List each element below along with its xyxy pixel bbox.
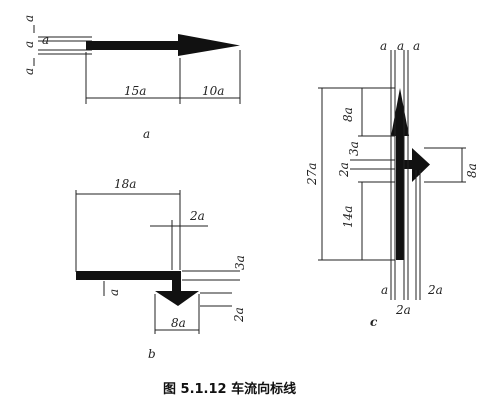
diagram-b-sublabel: b [148, 347, 156, 361]
bottom-label: a [381, 283, 388, 297]
top-label: a [380, 39, 387, 53]
diagram-c-sublabel: c [370, 315, 378, 329]
top-label: a [397, 39, 404, 53]
arrow-a-shaft [86, 41, 182, 50]
dimension-label: 27a [305, 163, 319, 186]
dimension-label: 14a [341, 206, 355, 228]
diagram-a-sublabel: a [143, 127, 150, 141]
dimension-label: 2a [189, 209, 205, 223]
dimension-label: 8a [171, 316, 186, 330]
arrow-b-stem [172, 271, 181, 293]
arrow-c-right-head [412, 148, 430, 182]
dimension-label: 18a [114, 177, 136, 191]
dimension-label: a [107, 289, 121, 296]
dimension-label: 8a [465, 163, 479, 178]
diagram-c: a a a 8a 3a 2a 27a 14a 8a a 2a 2a c [305, 39, 479, 329]
top-label: a [413, 39, 420, 53]
arrow-b-shaft [76, 271, 180, 280]
dimension-label: 10a [202, 84, 224, 98]
dimension-label: 8a [341, 107, 355, 122]
dimension-label: 2a [337, 162, 351, 178]
diagram-a: a a a a 15a 10a a [22, 15, 241, 141]
dimension-label: 3a [347, 141, 361, 156]
diagram-b: 18a 2a 3a a 8a 2a b [75, 177, 247, 361]
arrow-b-head [155, 291, 199, 306]
figure-caption: 图 5.1.12 车流向标线 [163, 381, 296, 397]
dimension-label: 3a [233, 255, 247, 270]
side-label: a [22, 41, 36, 48]
arrow-c-up-head [391, 88, 409, 136]
bottom-label: 2a [395, 303, 411, 317]
side-label: a [22, 15, 36, 22]
side-label: a [42, 33, 49, 47]
bottom-label: 2a [427, 283, 443, 297]
side-label: a [22, 68, 36, 75]
arrow-c-shaft [396, 110, 404, 260]
arrow-c-branch [404, 160, 416, 169]
arrow-a-head [178, 34, 240, 56]
dimension-label: 2a [232, 307, 246, 323]
dimension-label: 15a [124, 84, 146, 98]
